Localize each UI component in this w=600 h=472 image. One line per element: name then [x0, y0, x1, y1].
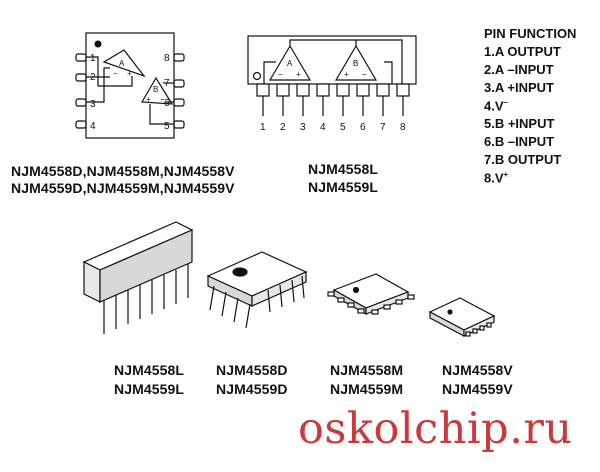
- v-plus-superscript: +: [503, 170, 509, 179]
- dip-a-minus-sign: −: [113, 69, 118, 78]
- pin-function-item-7: 7.B OUTPUT: [484, 152, 562, 167]
- dip-pin-4: 4: [90, 121, 96, 132]
- v-minus-superscript: –: [503, 98, 508, 107]
- sip-pin1-circle: [252, 71, 262, 81]
- top-mid-part-number-line2: NJM4559L: [308, 179, 379, 195]
- sip-pin-6: 6: [360, 122, 366, 133]
- sip-pin-8: 8: [400, 122, 406, 133]
- dip-pin-5: 5: [164, 121, 170, 132]
- dip-pin-8: 8: [164, 53, 170, 64]
- pin-function-item-8: 8.V+: [484, 170, 509, 186]
- sip-pin-7: 7: [380, 122, 386, 133]
- dip-package-leads: [209, 275, 305, 329]
- package-d-label-line2: NJM4559D: [216, 381, 288, 397]
- dip-pin-3: 3: [90, 99, 96, 110]
- dip-opamp-a-label: A: [119, 59, 125, 68]
- dip-package-illustration: [206, 251, 308, 329]
- package-v-label-line1: NJM4558V: [442, 362, 513, 378]
- pin-function-item-5: 5.B +INPUT: [484, 116, 555, 131]
- sip-pinout-diagram: [247, 35, 417, 116]
- dip-pin-7: 7: [164, 78, 170, 89]
- package-d-label-line1: NJM4558D: [216, 362, 288, 378]
- top-left-part-numbers-line1: NJM4558D,NJM4558M,NJM4558V: [11, 163, 235, 179]
- package-m-label-line2: NJM4559M: [330, 381, 404, 397]
- watermark-text: oskolchip.ru: [298, 404, 573, 454]
- ssop-v-package-illustration: [428, 297, 496, 337]
- sip-opamp-b-label: B: [353, 59, 358, 68]
- sip-pin-4: 4: [320, 122, 326, 133]
- dip-b-minus-sign: −: [160, 95, 165, 104]
- package-l-label-line1: NJM4558L: [114, 362, 185, 378]
- pin-function-item-6: 6.B –INPUT: [484, 134, 555, 149]
- sip-pin-5: 5: [340, 122, 346, 133]
- sip-pins: [256, 83, 410, 97]
- sip-package-illustration: [82, 221, 194, 334]
- sop-m-package-leads: [327, 291, 415, 315]
- sop-m-package-illustration: [327, 273, 415, 316]
- package-l-label-line2: NJM4559L: [114, 381, 185, 397]
- dip-opamp-b-triangle: [140, 76, 174, 105]
- sip-pin-2: 2: [280, 122, 286, 133]
- pin-function-item-3: 3.A +INPUT: [484, 80, 554, 95]
- pin-function-title: PIN FUNCTION: [484, 26, 577, 41]
- top-mid-part-number-line1: NJM4558L: [308, 161, 379, 177]
- sip-a-plus-sign: +: [296, 70, 301, 79]
- pin-function-item-1: 1.A OUTPUT: [484, 44, 561, 59]
- sip-pin-numbers: 1 2 3 4 5 6 7 8: [260, 122, 406, 133]
- pin-function-item-4: 4.V–: [484, 98, 508, 114]
- pin1-dot: [94, 40, 102, 48]
- dip-a-plus-sign: +: [127, 69, 132, 78]
- dip-pin-6: 6: [164, 98, 170, 109]
- dip-b-plus-sign: +: [146, 95, 151, 104]
- sip-opamp-a-triangle: [268, 44, 312, 81]
- sip-opamp-b-triangle: [334, 44, 378, 81]
- sip-pin-legs: [262, 96, 404, 116]
- package-m-label-line1: NJM4558M: [330, 362, 404, 378]
- top-left-part-numbers-line2: NJM4559D,NJM4559M,NJM4559V: [11, 180, 235, 196]
- dip-pin-2: 2: [90, 72, 96, 83]
- dip-opamp-a-triangle: [102, 49, 146, 78]
- package-v-label-line2: NJM4559V: [442, 381, 513, 397]
- sip-package-leads: [103, 264, 189, 334]
- sip-opamp-a-label: A: [287, 59, 293, 68]
- dip-right-pins: [173, 53, 185, 129]
- sip-a-minus-sign: −: [278, 70, 283, 79]
- sip-body-outline: [247, 35, 417, 85]
- sip-b-plus-sign: +: [344, 70, 349, 79]
- pin-function-item-2: 2.A –INPUT: [484, 62, 554, 77]
- dip-pin-1: 1: [90, 53, 96, 64]
- sip-pin-1: 1: [260, 122, 266, 133]
- dip-pinout-diagram: [75, 32, 185, 139]
- dip-left-pins: [75, 53, 87, 129]
- sip-b-minus-sign: −: [362, 70, 367, 79]
- sip-pin-3: 3: [300, 122, 306, 133]
- ssop-v-package-leads: [465, 322, 492, 337]
- dip-opamp-b-label: B: [153, 85, 158, 94]
